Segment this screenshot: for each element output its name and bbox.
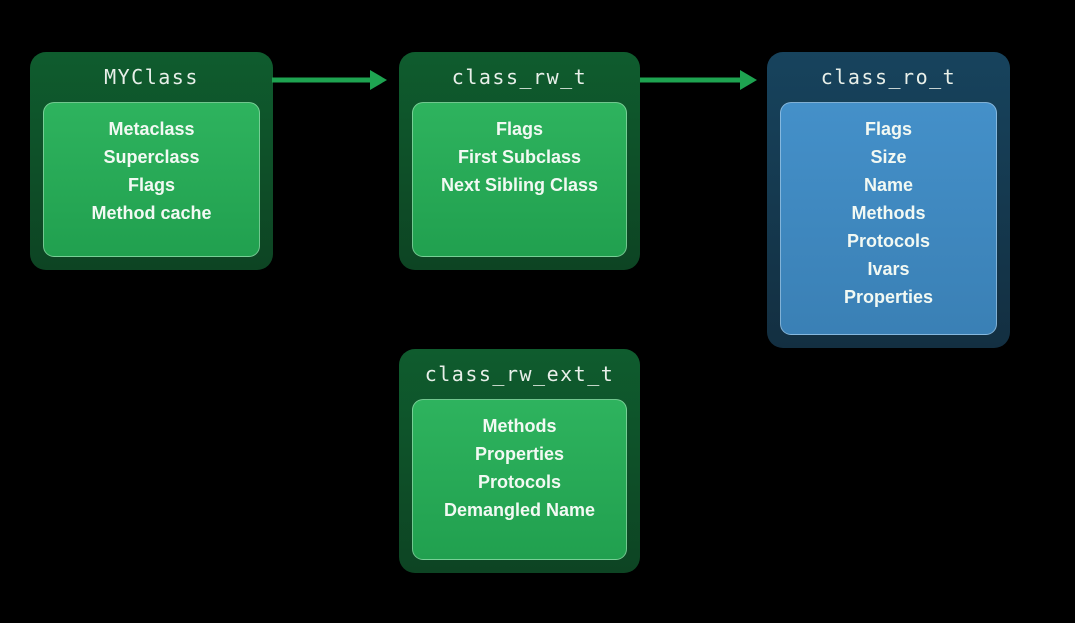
arrow-myclass-to-class-rw-t	[272, 70, 387, 90]
field-label: Properties	[843, 287, 934, 307]
field-label: Protocols	[477, 472, 561, 492]
arrow-class-rw-t-to-class-ro-t	[640, 70, 757, 90]
field-label: Method cache	[91, 203, 212, 223]
field-label: Name	[863, 175, 914, 195]
field-label: Metaclass	[108, 119, 195, 139]
node-title: MYClass	[104, 65, 199, 89]
field-label: Superclass	[103, 147, 200, 167]
field-label: Ivars	[867, 259, 910, 279]
field-label: Protocols	[846, 231, 930, 251]
field-label: Methods	[482, 416, 557, 436]
field-label: Flags	[864, 119, 912, 139]
field-label: Methods	[851, 203, 926, 223]
field-label: First Subclass	[457, 147, 582, 167]
field-label: Properties	[474, 444, 565, 464]
field-label: Next Sibling Class	[440, 175, 599, 195]
field-label: Flags	[127, 175, 175, 195]
node-title: class_rw_ext_t	[424, 362, 615, 386]
field-label: Size	[870, 147, 907, 167]
field-label: Demangled Name	[443, 500, 596, 520]
node-title: class_rw_t	[451, 65, 588, 89]
node-title: class_ro_t	[820, 65, 957, 89]
field-label: Flags	[495, 119, 543, 139]
